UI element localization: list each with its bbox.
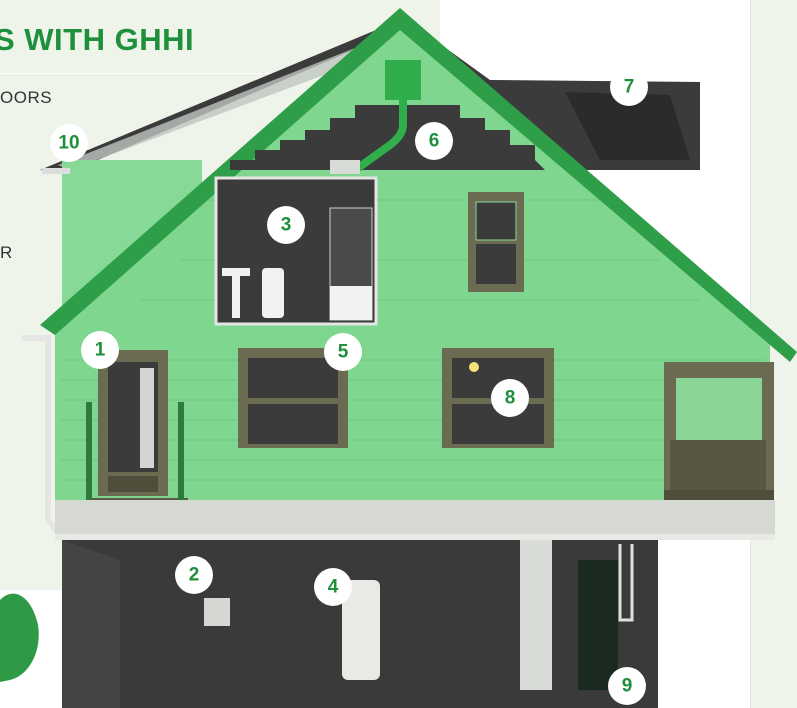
svg-text:10: 10 — [58, 133, 79, 154]
ductwork-icon — [520, 540, 552, 690]
hotspot-marker-3[interactable]: 3 — [267, 206, 305, 244]
exhaust-fan-icon — [330, 160, 360, 174]
foundation — [55, 500, 775, 534]
hotspot-marker-9[interactable]: 9 — [608, 667, 646, 705]
downspout-icon — [22, 338, 60, 535]
hotspot-marker-8[interactable]: 8 — [491, 379, 529, 417]
attic-vent-icon — [385, 60, 421, 100]
svg-text:3: 3 — [281, 215, 292, 236]
bathtub-icon — [330, 286, 372, 320]
hotspot-marker-1[interactable]: 1 — [81, 331, 119, 369]
hotspot-marker-6[interactable]: 6 — [415, 122, 453, 160]
svg-text:6: 6 — [429, 131, 440, 152]
porch-railing — [670, 440, 766, 490]
sink-icon — [222, 268, 250, 276]
lightbulb-icon — [469, 362, 479, 372]
gutter — [42, 168, 70, 174]
toilet-icon — [262, 268, 284, 318]
hotspot-marker-10[interactable]: 10 — [50, 124, 88, 162]
hotspot-marker-4[interactable]: 4 — [314, 568, 352, 606]
svg-text:4: 4 — [328, 577, 339, 598]
electrical-panel-icon — [204, 598, 230, 626]
svg-text:9: 9 — [622, 676, 633, 697]
svg-text:8: 8 — [505, 388, 516, 409]
hotspot-marker-2[interactable]: 2 — [175, 556, 213, 594]
svg-text:2: 2 — [189, 565, 200, 586]
svg-text:1: 1 — [95, 340, 106, 361]
furnace-icon — [578, 560, 618, 690]
shrub-icon — [0, 594, 39, 682]
hotspot-marker-5[interactable]: 5 — [324, 333, 362, 371]
hotspot-marker-7[interactable]: 7 — [610, 68, 648, 106]
svg-text:7: 7 — [624, 77, 635, 98]
svg-text:5: 5 — [338, 342, 349, 363]
